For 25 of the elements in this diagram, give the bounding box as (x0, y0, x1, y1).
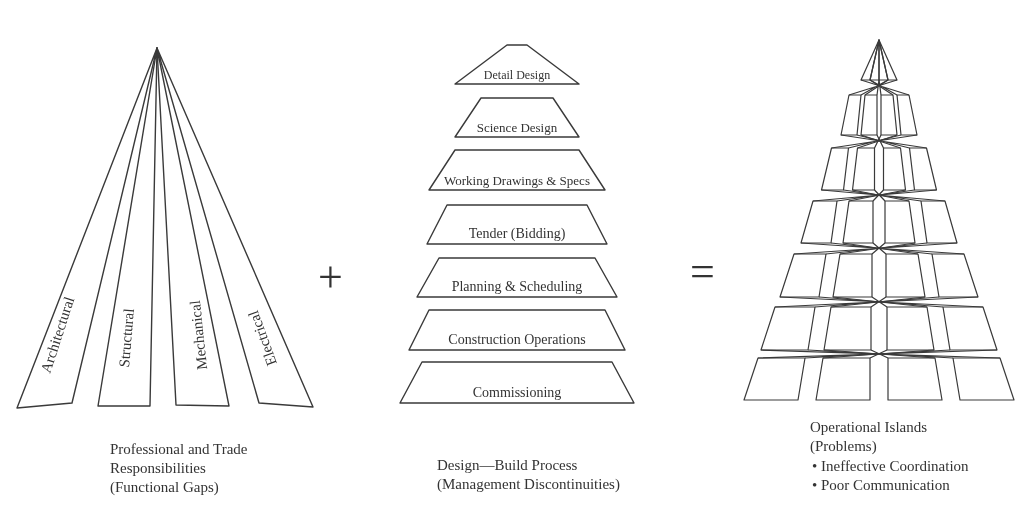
trapezoid-band (398, 360, 636, 405)
trapezoid-band (427, 148, 607, 192)
stage-label: Working Drawings & Specs (444, 174, 590, 187)
bullet-item: • Ineffective Coordination (812, 457, 969, 476)
bullet-item: • Poor Communication (812, 476, 950, 495)
plus-sign: + (318, 256, 343, 300)
caption: Professional and Trade Responsibilities (Functional Gaps) (110, 440, 249, 497)
stage-label: Construction Operations (448, 333, 586, 347)
caption: Design—Build Process (Management Discontinuities) (437, 456, 621, 494)
wedge-shape (155, 46, 231, 408)
caption: Operational Islands (Problems) (810, 418, 929, 456)
equals-sign: = (690, 250, 715, 294)
stage-label: Science Design (476, 121, 558, 134)
trapezoid-band (453, 96, 581, 139)
stage-label: Tender (Bidding) (468, 227, 566, 241)
trapezoid-band (407, 308, 627, 352)
wedge-shape (96, 46, 159, 408)
stage-label: Detail Design (483, 69, 551, 81)
stage-label: Planning & Scheduling (451, 280, 583, 294)
trapezoid-band (415, 256, 619, 299)
discipline-label: Structural (116, 307, 138, 369)
discipline-label: Mechanical (187, 299, 211, 371)
trapezoid-band (453, 43, 581, 86)
stage-label: Commissioning (472, 386, 562, 400)
trapezoid-band (425, 203, 609, 246)
